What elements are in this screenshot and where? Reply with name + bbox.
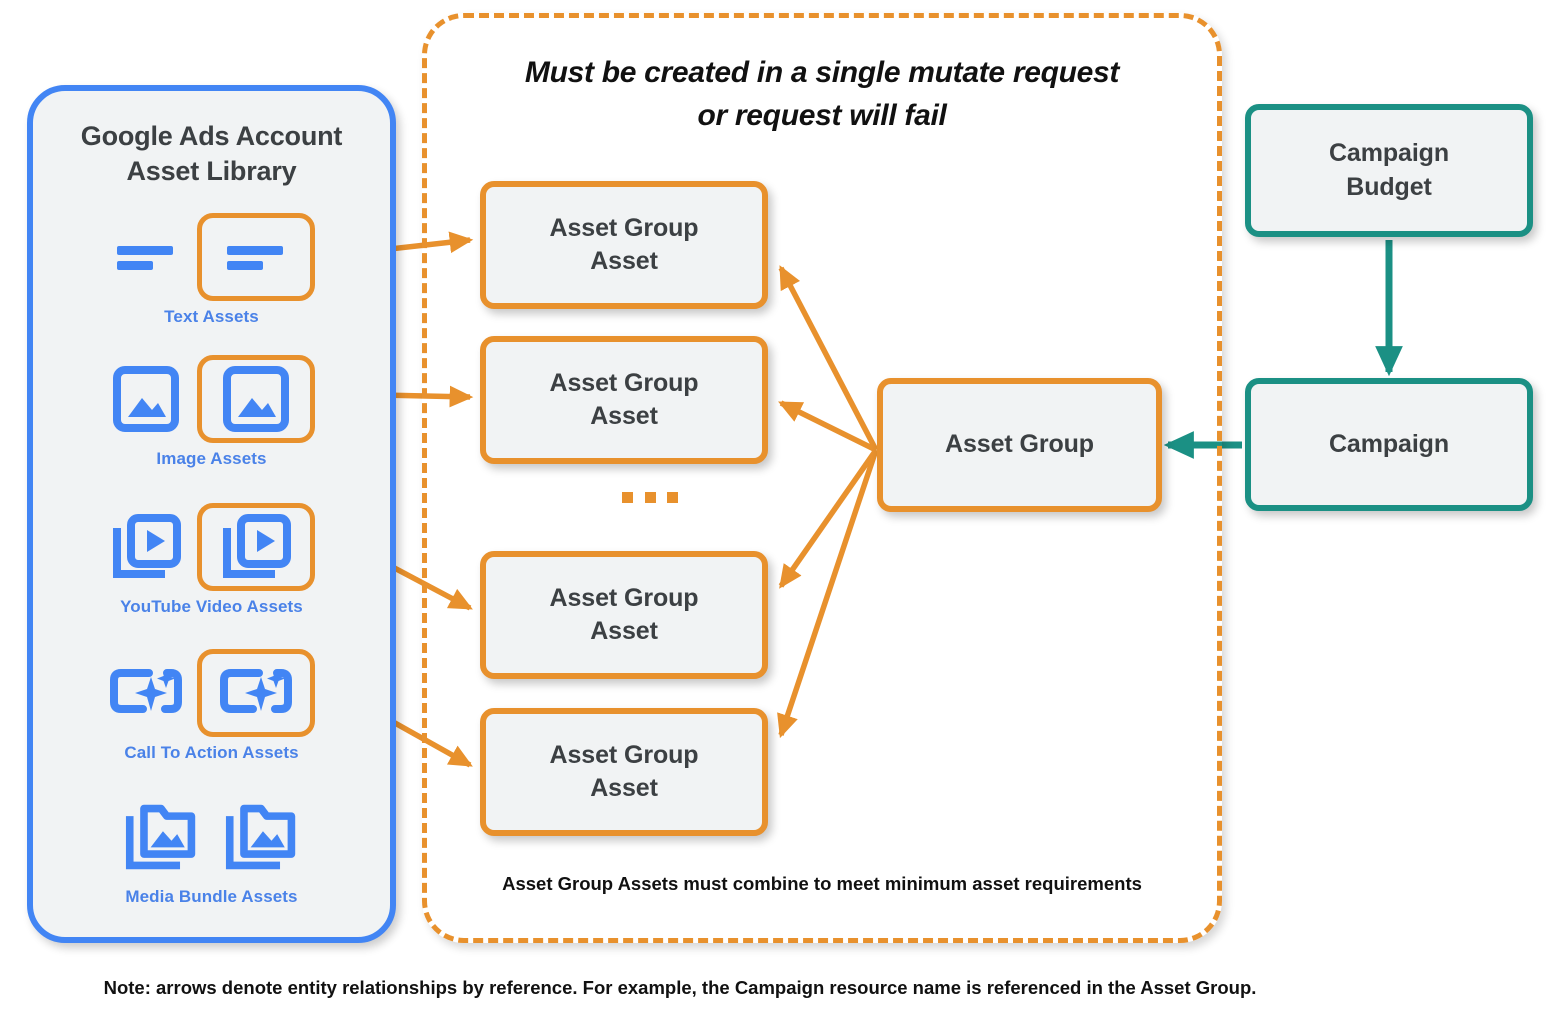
node-label-line2: Budget [1346,172,1432,201]
node-label-line1: Asset Group [549,213,699,242]
node-label: Campaign [1328,429,1450,458]
library-item-label: YouTube Video Assets [120,597,303,616]
asset-group-asset-node-1[interactable]: Asset Group Asset [480,181,768,309]
mutate-request-title: Must be created in a single mutate reque… [422,52,1222,137]
node-label-line1: Asset Group [549,368,699,397]
asset-group-asset-ellipsis [622,492,678,503]
text-asset-icon-selected[interactable] [196,213,315,301]
library-item-youtube-video-assets[interactable]: YouTube Video Assets [33,501,390,629]
asset-library-panel: Google Ads Account Asset Library [27,85,396,943]
asset-group-node[interactable]: Asset Group [877,378,1162,512]
node-label-line2: Asset [590,617,658,645]
youtube-video-asset-icon-selected[interactable] [196,503,315,591]
mutate-request-container [422,13,1222,943]
library-item-image-assets[interactable]: Image Assets [33,353,390,481]
ellipsis-dot [667,492,678,503]
youtube-video-asset-icon [109,510,183,584]
node-label-line2: Asset [590,247,658,275]
library-item-label: Media Bundle Assets [125,887,298,906]
node-label-line2: Asset [590,774,658,802]
asset-group-asset-node-3[interactable]: Asset Group Asset [480,551,768,679]
ellipsis-dot [622,492,633,503]
library-item-label: Text Assets [164,307,259,326]
library-title: Google Ads Account Asset Library [33,119,390,188]
node-label: Asset Group [945,430,1094,459]
mutate-title-line2: or request will fail [697,98,947,132]
image-asset-icon [109,362,183,436]
node-label-line1: Asset Group [549,583,699,612]
text-asset-icon [109,220,183,294]
node-label-line1: Campaign [1328,139,1450,167]
media-bundle-asset-icon-2 [225,800,299,874]
asset-group-asset-node-4[interactable]: Asset Group Asset [480,708,768,836]
image-asset-icon-selected[interactable] [196,355,315,443]
node-label-line2: Asset [590,402,658,430]
node-label-line1: Asset Group [549,740,699,769]
media-bundle-asset-icon [125,800,199,874]
library-title-line2: Asset Library [126,155,297,186]
call-to-action-asset-icon [109,656,183,730]
call-to-action-asset-icon-selected[interactable] [196,649,315,737]
library-item-label: Call To Action Assets [124,743,299,762]
ellipsis-dot [644,492,656,503]
mutate-request-footnote: Asset Group Assets must combine to meet … [502,873,1142,894]
library-item-label: Image Assets [156,449,267,468]
mutate-title-line1: Must be created in a single mutate reque… [524,56,1120,89]
library-item-text-assets[interactable]: Text Assets [33,211,390,339]
campaign-budget-node[interactable]: Campaign Budget [1245,104,1533,237]
asset-group-asset-node-2[interactable]: Asset Group Asset [480,336,768,464]
library-item-media-bundle-assets[interactable]: Media Bundle Assets [33,791,390,919]
library-title-line1: Google Ads Account [80,121,343,151]
campaign-node[interactable]: Campaign [1245,378,1533,511]
footer-note: Note: arrows denote entity relationships… [103,977,1257,998]
library-item-call-to-action-assets[interactable]: Call To Action Assets [33,647,390,775]
